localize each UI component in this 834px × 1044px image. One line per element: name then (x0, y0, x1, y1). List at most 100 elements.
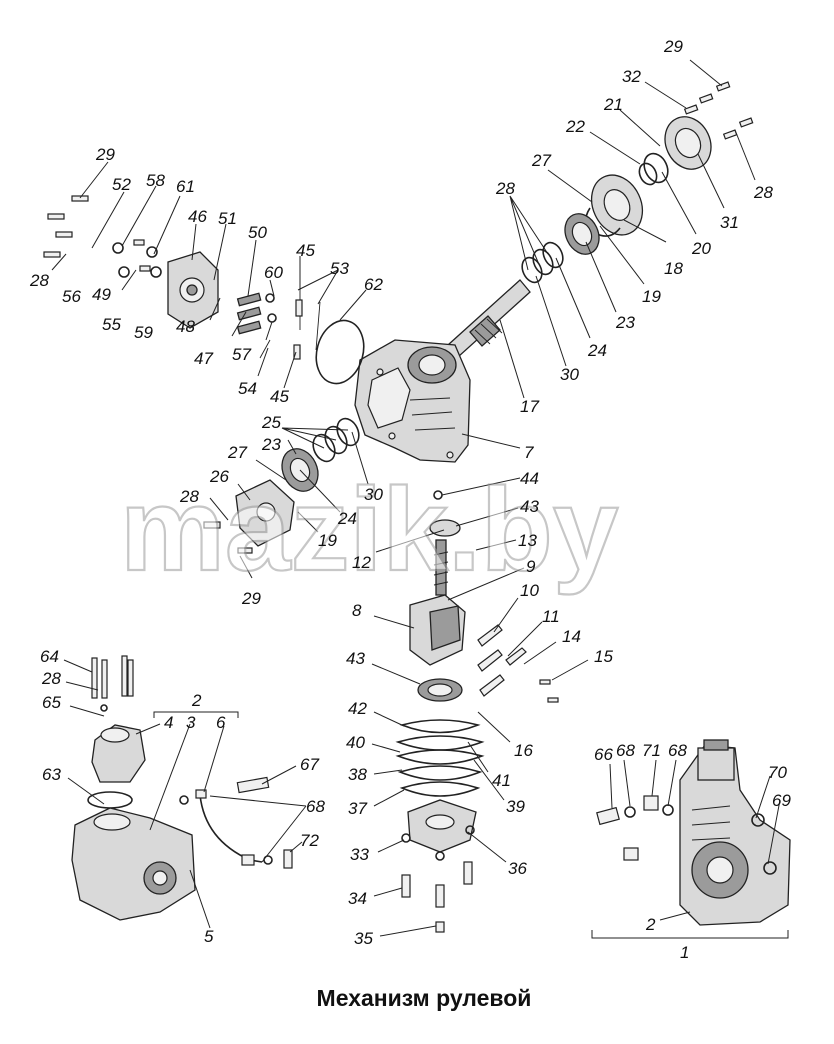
callout-53: 53 (330, 259, 349, 278)
callout-70: 70 (768, 763, 787, 782)
housing-3 (71, 807, 196, 921)
callout-38: 38 (348, 765, 367, 784)
callout-32: 32 (622, 67, 641, 86)
callout-28: 28 (179, 487, 199, 506)
callout-63: 63 (42, 765, 61, 784)
callout-58: 58 (146, 171, 165, 190)
ring-30 (521, 256, 543, 284)
callout-28: 28 (29, 271, 49, 290)
leader-lines (51, 59, 781, 937)
callout-71: 71 (642, 741, 661, 760)
callout-2: 2 (191, 691, 202, 710)
ball-guides (477, 624, 559, 703)
callout-10: 10 (520, 581, 539, 600)
ring-63 (87, 791, 133, 809)
callout-27: 27 (227, 443, 247, 462)
callout-54: 54 (238, 379, 257, 398)
callout-45: 45 (270, 387, 289, 406)
callout-1: 1 (680, 943, 689, 962)
callout-28: 28 (495, 179, 515, 198)
callout-28: 28 (753, 183, 773, 202)
callout-55: 55 (102, 315, 121, 334)
callout-62: 62 (364, 275, 383, 294)
callout-65: 65 (42, 693, 61, 712)
callout-20: 20 (691, 239, 711, 258)
callout-51: 51 (218, 209, 237, 228)
callout-61: 61 (176, 177, 195, 196)
callout-21: 21 (603, 95, 623, 114)
callout-42: 42 (348, 699, 367, 718)
callout-28: 28 (41, 669, 61, 688)
callout-69: 69 (772, 791, 791, 810)
callout-57: 57 (232, 345, 251, 364)
watermark: mazik.by (120, 464, 618, 596)
callout-24: 24 (587, 341, 607, 360)
fitting-67 (236, 776, 270, 794)
callout-67: 67 (300, 755, 319, 774)
callout-25: 25 (261, 413, 281, 432)
callout-17: 17 (520, 397, 539, 416)
callout-11: 11 (542, 607, 560, 626)
bolt-group-29-top (683, 81, 754, 140)
callout-34: 34 (348, 889, 367, 908)
callout-59: 59 (134, 323, 153, 342)
callout-3: 3 (186, 713, 196, 732)
callout-50: 50 (248, 223, 267, 242)
callout-4: 4 (164, 713, 173, 732)
callout-13: 13 (518, 531, 537, 550)
callout-68: 68 (668, 741, 687, 760)
callout-52: 52 (112, 175, 131, 194)
callout-29: 29 (95, 145, 115, 164)
assembled-steering-unit (591, 739, 791, 939)
callout-43: 43 (520, 497, 539, 516)
callout-60: 60 (264, 263, 283, 282)
tube-6 (199, 794, 263, 863)
steering-housing-7 (354, 339, 471, 463)
callout-31: 31 (720, 213, 739, 232)
callout-68: 68 (306, 797, 325, 816)
callout-56: 56 (62, 287, 81, 306)
callout-36: 36 (508, 859, 527, 878)
callout-18: 18 (664, 259, 683, 278)
callout-47: 47 (194, 349, 213, 368)
callout-14: 14 (562, 627, 581, 646)
worm-nut-column (395, 490, 485, 933)
callout-49: 49 (92, 285, 111, 304)
callout-22: 22 (565, 117, 585, 136)
callout-27: 27 (531, 151, 551, 170)
callout-12: 12 (352, 553, 371, 572)
callout-43: 43 (346, 649, 365, 668)
callout-29: 29 (241, 589, 261, 608)
upper-shaft-assembly (447, 81, 754, 358)
callout-23: 23 (615, 313, 635, 332)
callout-5: 5 (204, 927, 214, 946)
callout-19: 19 (318, 531, 337, 550)
callout-23: 23 (261, 435, 281, 454)
callout-48: 48 (176, 317, 195, 336)
callout-16: 16 (514, 741, 533, 760)
callout-64: 64 (40, 647, 59, 666)
callout-44: 44 (520, 469, 539, 488)
callout-45: 45 (296, 241, 315, 260)
callout-40: 40 (346, 733, 365, 752)
callout-37: 37 (348, 799, 367, 818)
callout-66: 66 (594, 745, 613, 764)
callout-33: 33 (350, 845, 369, 864)
callout-19: 19 (642, 287, 661, 306)
callout-8: 8 (352, 601, 362, 620)
callout-46: 46 (188, 207, 207, 226)
callout-2: 2 (645, 915, 656, 934)
callout-6: 6 (216, 713, 226, 732)
callout-35: 35 (354, 929, 373, 948)
callout-68: 68 (616, 741, 635, 760)
callout-24: 24 (337, 509, 357, 528)
callout-26: 26 (209, 467, 229, 486)
callout-41: 41 (492, 771, 511, 790)
callout-7: 7 (524, 443, 534, 462)
callout-29: 29 (663, 37, 683, 56)
callout-39: 39 (506, 797, 525, 816)
callout-15: 15 (594, 647, 613, 666)
callout-30: 30 (560, 365, 579, 384)
valve-assembly-left (71, 655, 293, 921)
